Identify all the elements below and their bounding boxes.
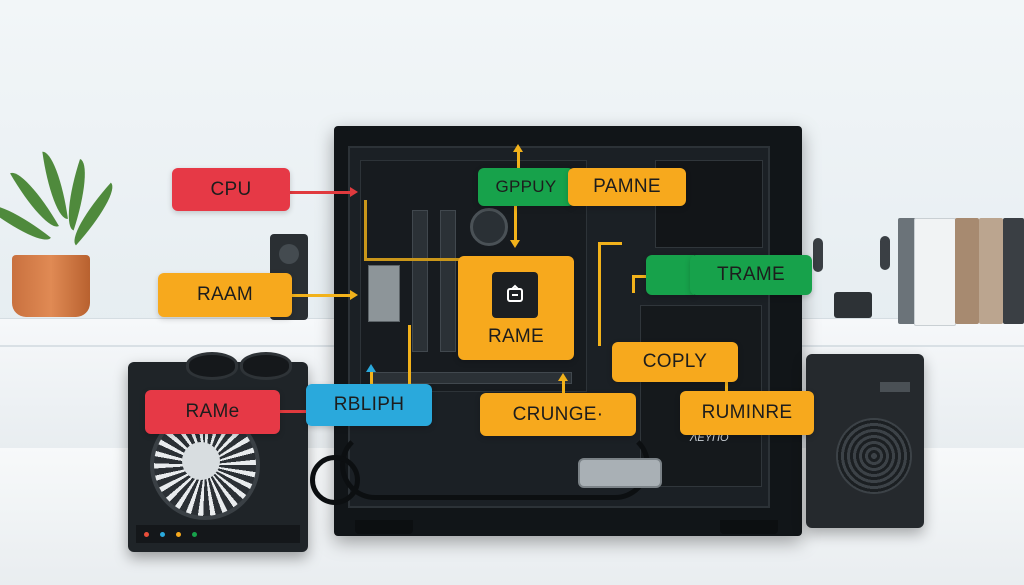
knob: [186, 352, 238, 380]
chip-icon-svg: [507, 284, 523, 302]
fan-hub: [182, 442, 220, 480]
ram-slot: [440, 210, 456, 352]
connector-line: [598, 242, 601, 346]
arrow-right-icon: [350, 187, 358, 197]
cpu-fan: [470, 208, 508, 246]
label-ruminre: RUMINRE: [680, 391, 814, 435]
connector-line: [514, 205, 517, 241]
connector-line: [292, 294, 350, 297]
nas-ports: [880, 382, 910, 392]
indicator-dot: [192, 532, 197, 537]
connector-line: [290, 191, 350, 194]
arrow-up-icon: [513, 144, 523, 152]
arrow-up-icon: [558, 373, 568, 381]
connector-line: [562, 380, 565, 394]
label-trame: TRAME: [690, 255, 812, 295]
io-shield: [368, 265, 400, 322]
connector-line: [370, 372, 373, 386]
binder: [1003, 218, 1024, 324]
case-foot: [355, 520, 413, 534]
vga-port: [578, 458, 662, 488]
connector-strip: [136, 525, 300, 543]
label-raam: RAAM: [158, 273, 292, 317]
binder: [979, 218, 1003, 324]
binder: [914, 218, 956, 326]
label-crunge: CRUNGE·: [480, 393, 636, 436]
trace-line: [364, 200, 367, 260]
connector-line: [408, 325, 411, 385]
indicator-dot: [160, 532, 165, 537]
label-pamne: PAMNE: [568, 168, 686, 206]
microphone-icon: [813, 238, 823, 272]
label-trame-tab: [646, 255, 694, 295]
cable-loop: [310, 455, 360, 505]
connector-line: [725, 380, 728, 394]
psu-brand-text: ΛEYΠO: [690, 432, 729, 444]
label-rame-left: RAMe: [145, 390, 280, 434]
arrow-down-icon: [510, 240, 520, 248]
label-cpu: CPU: [172, 168, 290, 211]
connector-line: [280, 410, 306, 413]
connector-line: [632, 275, 635, 293]
pcie-slot: [370, 372, 572, 384]
knob: [240, 352, 292, 380]
ram-slot: [412, 210, 428, 352]
binder: [898, 218, 916, 324]
connector-line: [632, 275, 648, 278]
plant-pot: [12, 255, 90, 317]
label-coply: COPLY: [612, 342, 738, 382]
desk-gadget: [834, 292, 872, 318]
binder: [955, 218, 979, 324]
chip-icon: [492, 272, 538, 318]
label-rbliph: RBLIPH: [306, 384, 432, 426]
indicator-dot: [144, 532, 149, 537]
trace-line: [364, 258, 460, 261]
arrow-up-icon: [366, 364, 376, 372]
label-gppuy: GPPUY: [478, 168, 574, 206]
indicator-dot: [176, 532, 181, 537]
case-foot: [720, 520, 778, 534]
connector-line: [598, 242, 622, 245]
arrow-right-icon: [350, 290, 358, 300]
connector-line: [517, 150, 520, 170]
fan-icon: [836, 418, 912, 494]
microphone-icon: [880, 236, 890, 270]
